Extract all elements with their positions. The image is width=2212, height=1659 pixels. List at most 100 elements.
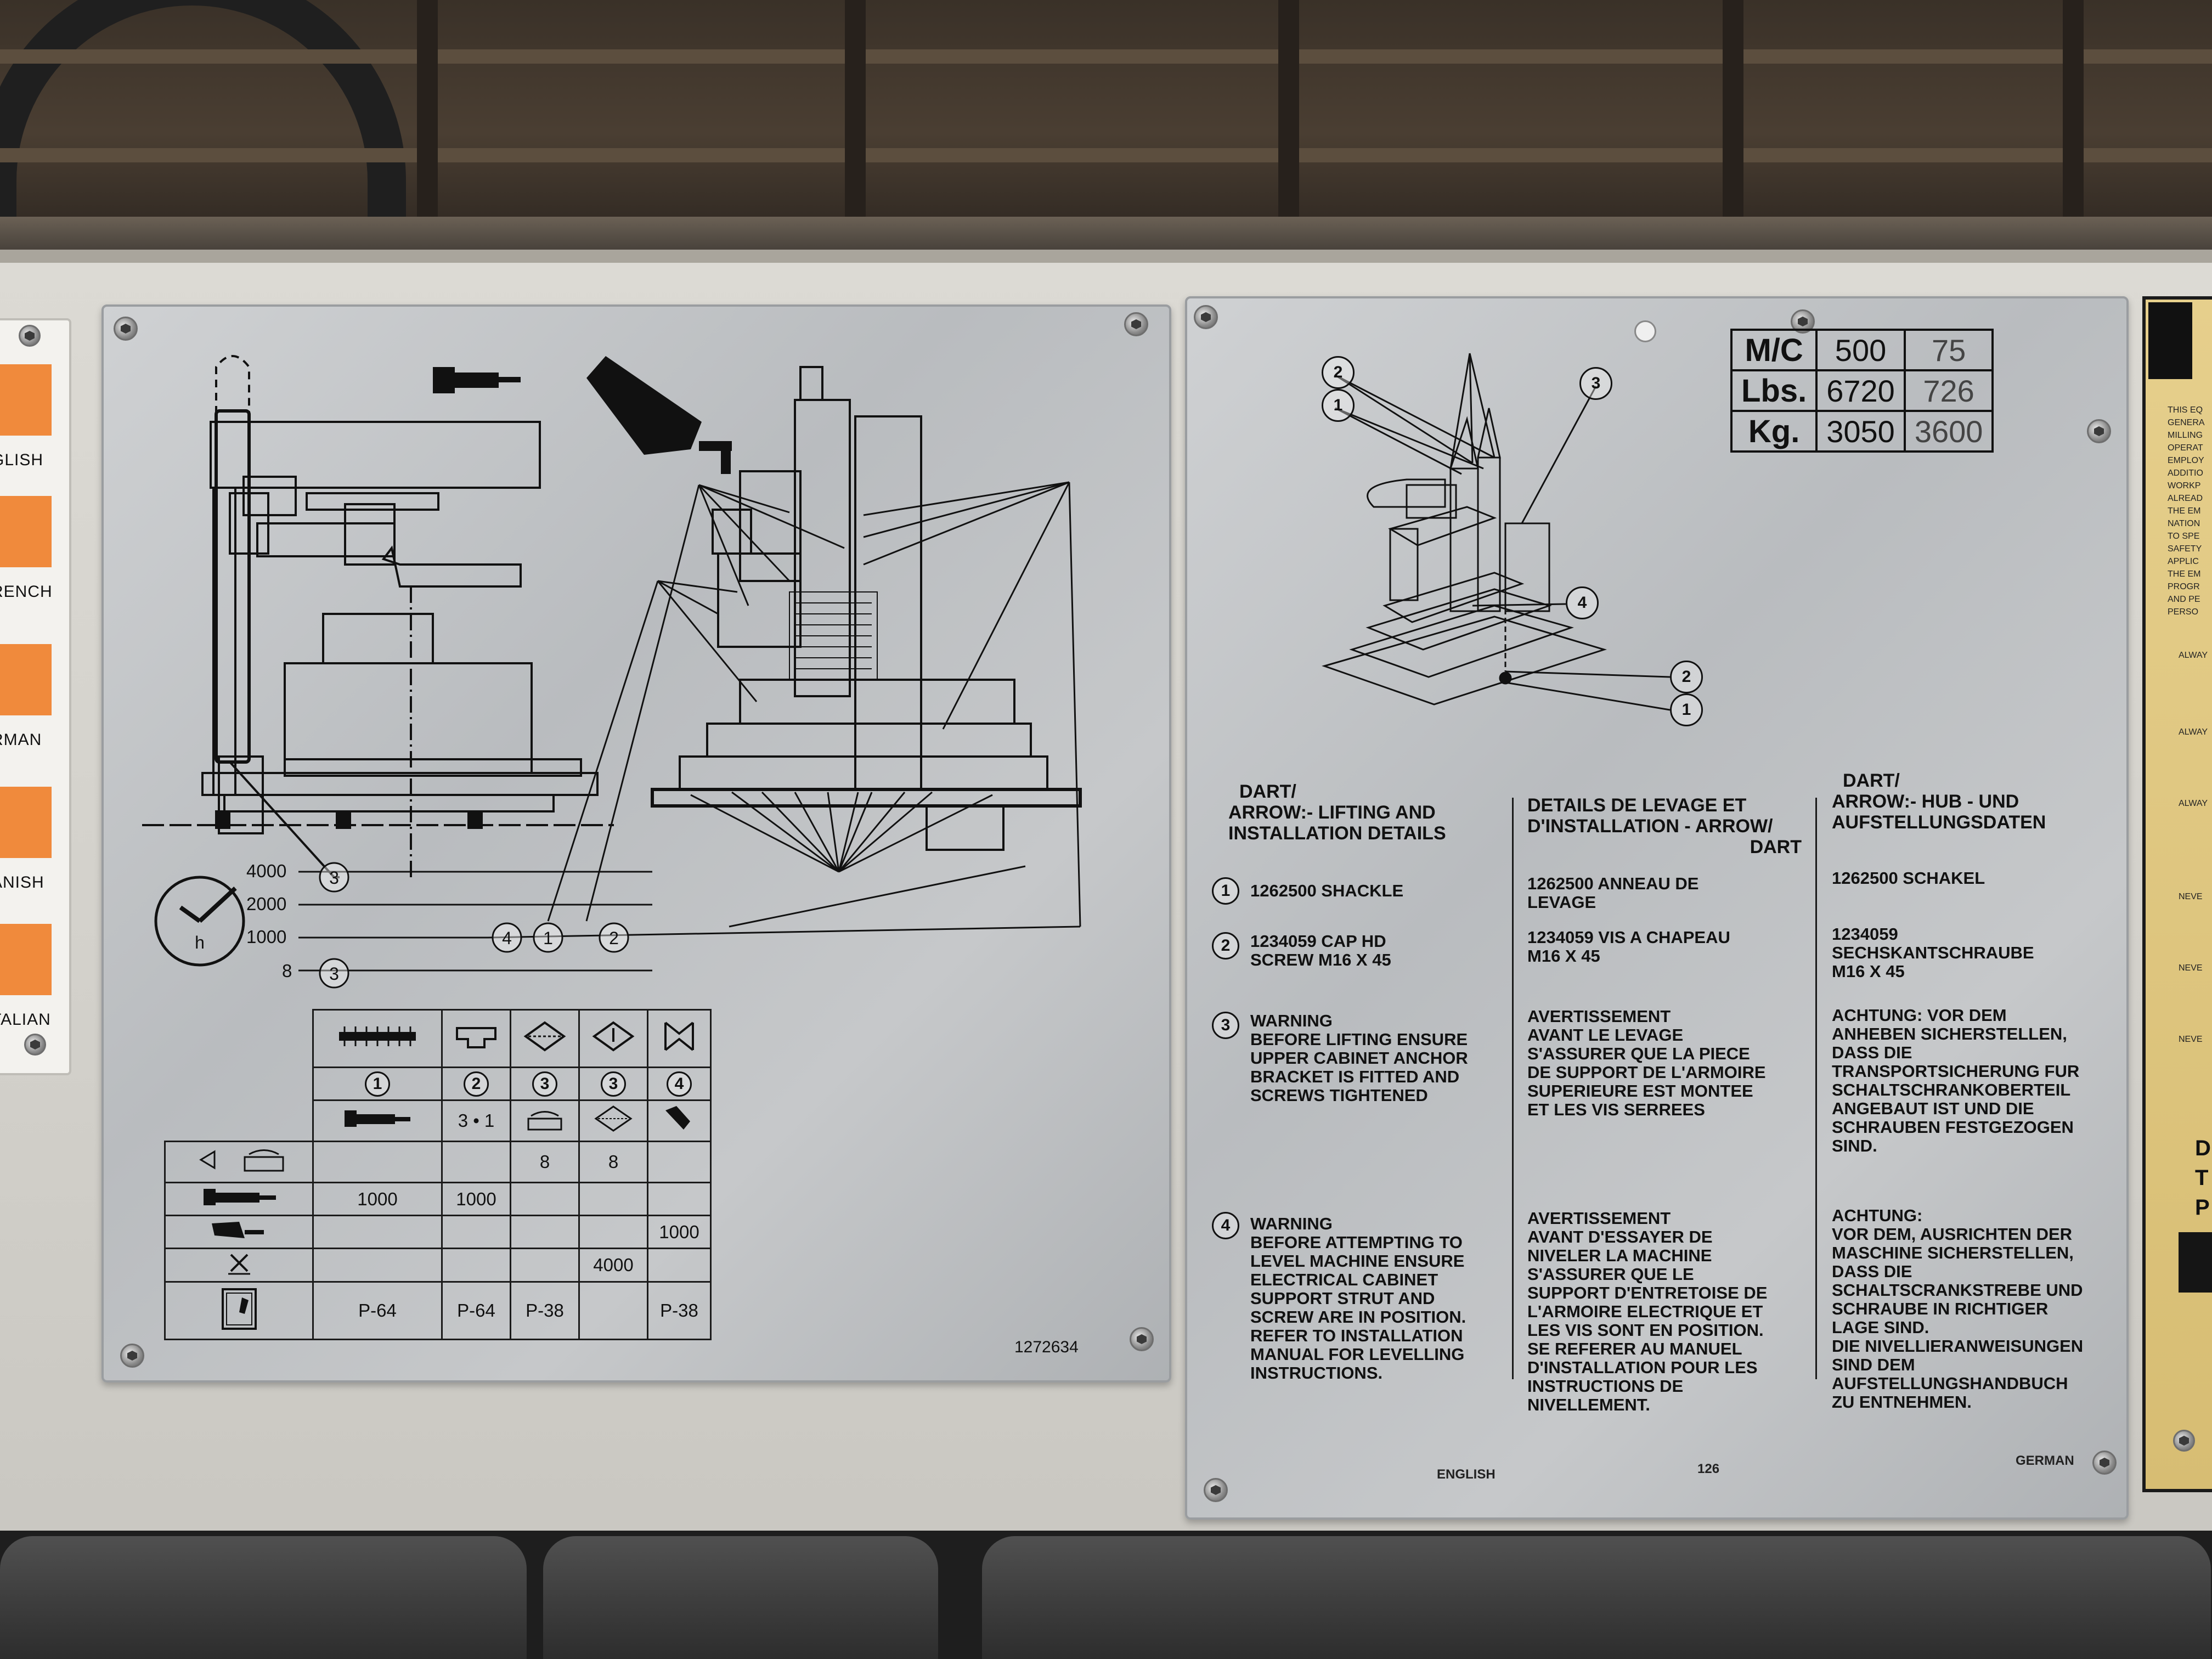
language-label: GLISH [0,451,44,469]
german-column: DART/ ARROW:- HUB - UND AUFSTELLUNGSDATE… [1832,770,2117,833]
never-line: NEVE [2179,963,2203,973]
german-item-3-line: ANHEBEN SICHERSTELLEN, [1832,1024,2067,1043]
filter-icon [578,1099,648,1142]
german-heading: ARROW:- HUB - UND [1832,791,2019,812]
hours-8: 8 [282,961,292,981]
mc-value: 75 [1903,329,1994,371]
french-heading: DETAILS DE LEVAGE ET [1527,795,1747,816]
french-item-3-line: DE SUPPORT DE L'ARMOIRE [1527,1063,1766,1082]
english-item-4-line: INSTRUCTIONS. [1250,1363,1383,1383]
safety-text-line: AND PE [2168,595,2200,604]
safety-text-line: EMPLOY [2168,456,2204,465]
english-heading: DART/ [1239,781,1296,802]
hours-unit: h [195,933,205,952]
rail-icon [312,1009,443,1068]
table-cell [510,1182,580,1216]
french-item-1-line: 1262500 ANNEAU DE [1527,874,1699,893]
language-swatch [0,364,52,436]
screw-icon [114,317,138,341]
french-item-3-line: SUPERIEURE EST MONTEE [1527,1081,1753,1101]
cable-coil [0,0,406,252]
lubrication-table: 1 2 3 3 4 3 • 1 8 8 1000 1000 [164,1009,712,1340]
english-item-3-line: WARNING [1250,1011,1333,1030]
table-cell [647,1141,712,1183]
french-item-2-line: 1234059 VIS A CHAPEAU [1527,928,1730,947]
mc-label: M/C [1730,329,1818,371]
german-item-4-line: ZU ENTNEHMEN. [1832,1392,1972,1412]
lbs-label: Lbs. [1730,369,1818,412]
table-col-num: 2 [464,1071,489,1097]
mounting-hole [1634,320,1656,342]
german-item-3-line: SCHALTSCHRANKOBERTEIL [1832,1080,2071,1099]
french-item-4-line: NIVELLEMENT. [1527,1395,1650,1414]
safety-plate: THIS EQ GENERA MILLING OPERAT EMPLOY ADD… [2142,296,2212,1492]
warehouse-background [0,0,2212,252]
slide-icon [441,1009,511,1068]
screw-icon [2092,1451,2117,1475]
language-label: ANISH [0,873,44,891]
safety-pictogram [2179,1232,2212,1293]
hours-1000: 1000 [246,927,287,947]
english-heading: INSTALLATION DETAILS [1228,823,1446,844]
mc-value: 500 [1815,329,1906,371]
english-item-4-line: ELECTRICAL CABINET [1250,1270,1438,1289]
english-item-2-line: 1234059 CAP HD [1250,932,1386,951]
callout-2: 2 [609,928,619,948]
french-item-3: AVERTISSEMENT AVANT LE LEVAGE S'ASSURER … [1527,1007,1813,1119]
screw-icon [1204,1478,1228,1502]
language-tab: ANISH [0,787,52,892]
shelf-post [2063,0,2084,241]
french-item-4-line: SUPPORT D'ENTRETOISE DE [1527,1283,1768,1302]
german-item-4-line: SCHALTSCRANKSTREBE UND [1832,1280,2083,1300]
always-line: ALWAY [2179,727,2208,737]
screw-icon [1124,312,1148,336]
screw-icon [19,325,41,347]
screw-icon [24,1034,46,1056]
kg-value: 3600 [1903,410,1994,453]
spindle-icon [647,1099,712,1142]
english-item-4-line: BEFORE ATTEMPTING TO [1250,1233,1463,1252]
german-item-3: ACHTUNG: VOR DEM ANHEBEN SICHERSTELLEN, … [1832,1006,2117,1155]
table-cell [312,1141,443,1183]
language-swatch [0,924,52,995]
safety-big-letter: T [2195,1166,2209,1190]
english-item-3-line: SCREWS TIGHTENED [1250,1086,1428,1105]
cabinet-rail [0,250,2212,263]
english-item-2-line: SCREW M16 X 45 [1250,950,1391,969]
table-cell [441,1248,511,1283]
german-item-4-line: MASCHINE SICHERSTELLEN, [1832,1243,2074,1262]
french-item-3-line: AVERTISSEMENT [1527,1007,1671,1026]
safety-text-line: WORKP [2168,481,2201,490]
english-item-4: WARNING BEFORE ATTEMPTING TO LEVEL MACHI… [1250,1215,1508,1383]
french-item-4-line: L'ARMOIRE ELECTRIQUE ET [1527,1302,1763,1321]
never-line: NEVE [2179,1035,2203,1044]
german-heading: AUFSTELLUNGSDATEN [1832,812,2046,833]
screw-icon [120,1344,144,1368]
safety-text-line: MILLING [2168,431,2203,440]
english-item-4-line: REFER TO INSTALLATION [1250,1326,1463,1345]
table-cell: 1000 [647,1215,712,1249]
language-swatch [0,496,52,567]
grease-gun-icon [312,1099,443,1142]
screw-icon [2087,419,2111,443]
table-cell [441,1141,511,1183]
french-item-4-line: INSTRUCTIONS DE [1527,1376,1684,1396]
column-divider [1512,798,1514,1379]
table-cell: 1000 [312,1182,443,1216]
german-item-4-line: ACHTUNG: [1832,1206,1923,1225]
ratio-cell: 3 • 1 [441,1099,511,1142]
english-item-4-line: WARNING [1250,1214,1333,1233]
german-item-3-line: ANGEBAUT IST UND DIE [1832,1099,2034,1118]
safety-text-line: THE EM [2168,506,2201,516]
way-cover [0,1536,527,1659]
safety-text-line: THE EM [2168,569,2201,579]
language-tab: RMAN [0,644,52,749]
grease-gun-icon [164,1182,314,1216]
footer-english: ENGLISH [1437,1467,1496,1482]
filter-icon [578,1009,648,1068]
french-item-4-line: D'INSTALLATION POUR LES [1527,1358,1758,1377]
safety-text-line: OPERAT [2168,443,2203,453]
callout-3: 3 [329,964,339,984]
